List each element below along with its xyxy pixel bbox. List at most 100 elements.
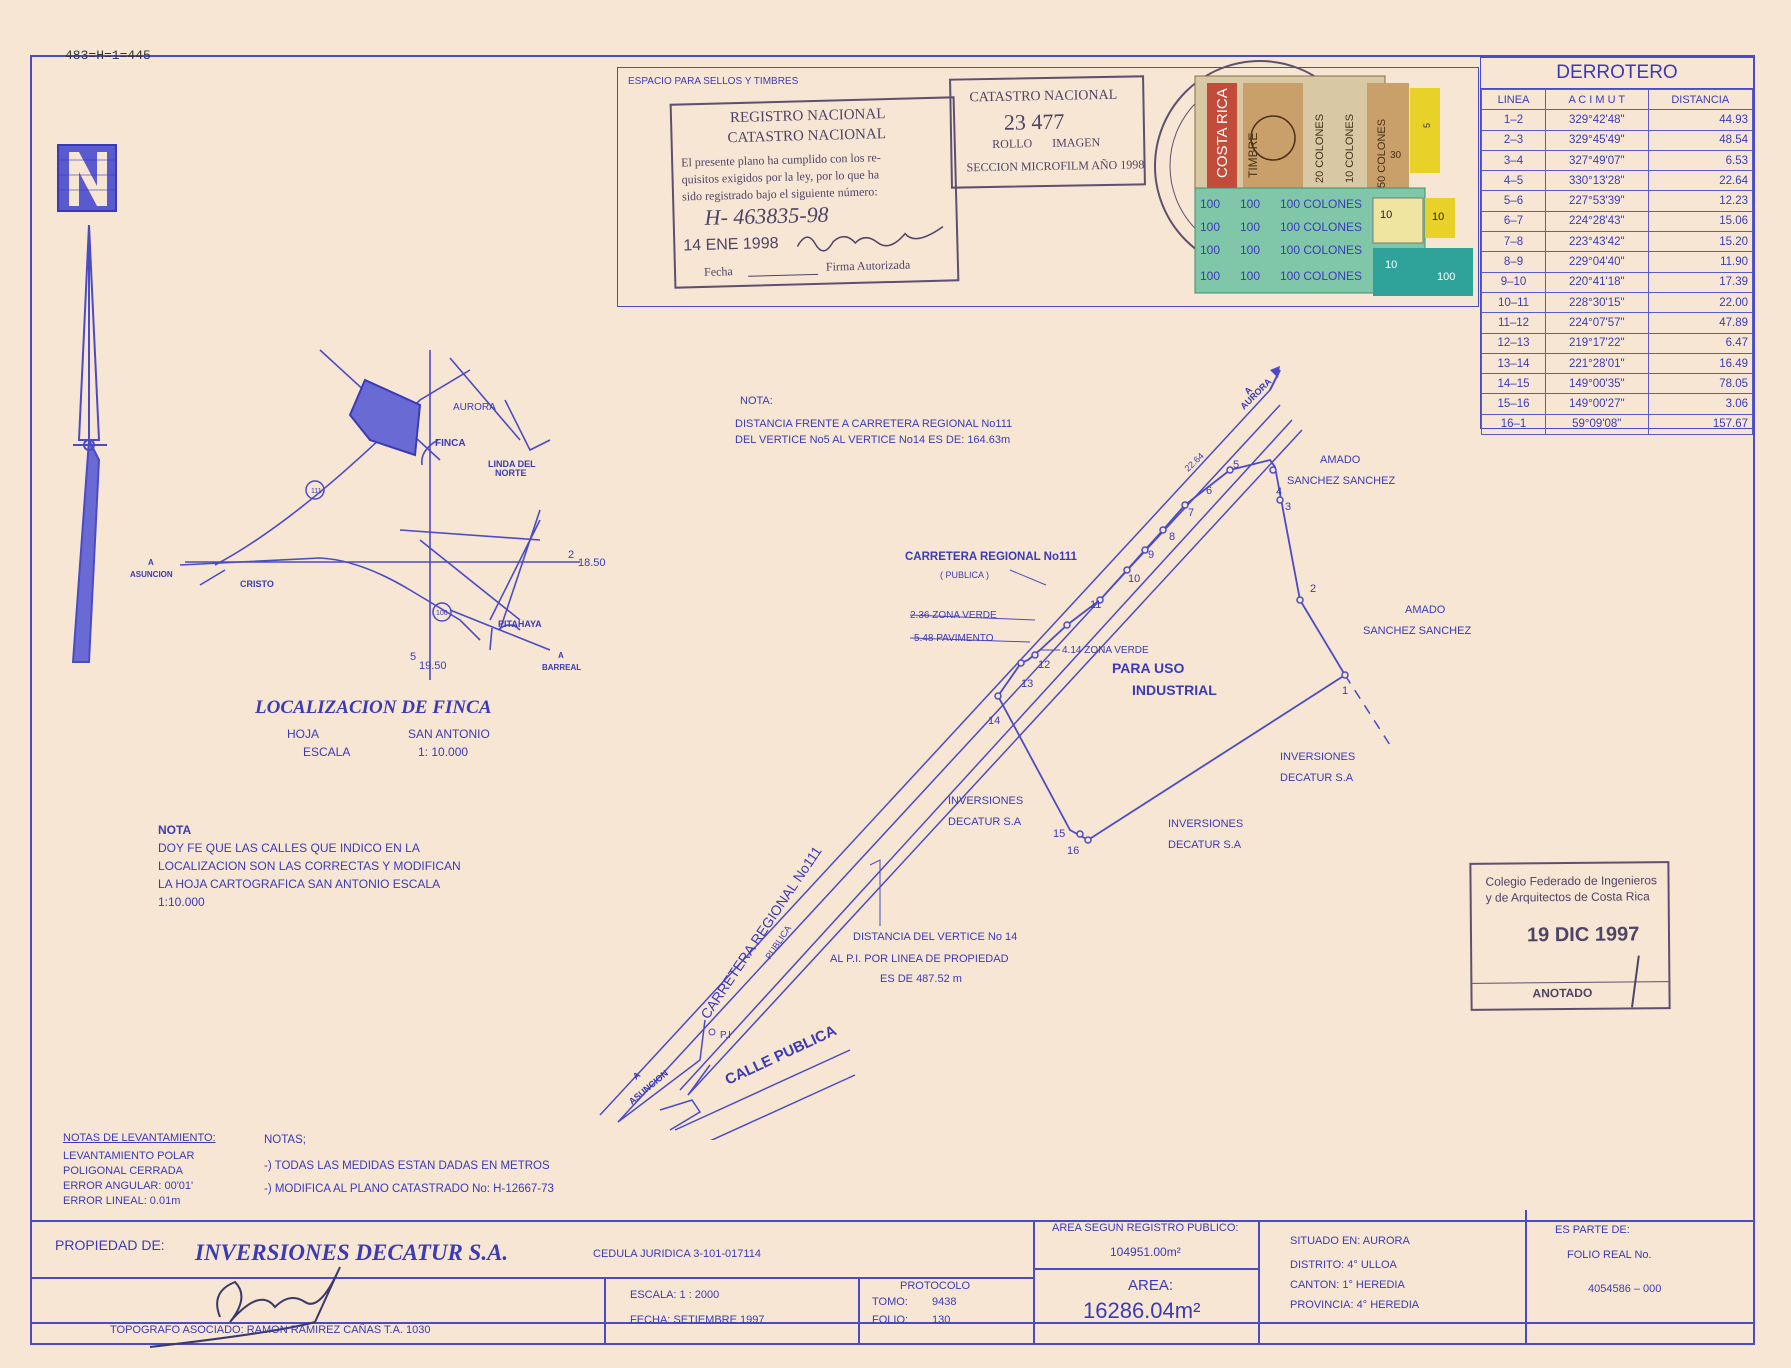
- derrotero-linea: 4–5: [1480, 170, 1547, 192]
- svg-text:ASUNCION: ASUNCION: [130, 570, 173, 579]
- svg-text:11: 11: [1090, 599, 1101, 611]
- registro-signature: [795, 221, 946, 260]
- derrotero-linea: 7–8: [1480, 231, 1547, 253]
- derrotero-acimut: 224°07'57": [1545, 312, 1649, 334]
- derrotero-distancia: 3.06: [1647, 393, 1754, 415]
- svg-text:8: 8: [1169, 531, 1175, 543]
- svg-text:BARREAL: BARREAL: [542, 663, 581, 672]
- derrotero-table: DERROTERO LINEA A C I M U T DISTANCIA 1–…: [1480, 57, 1754, 436]
- svg-text:A: A: [558, 651, 564, 660]
- derrotero-linea: 2–3: [1480, 129, 1547, 151]
- derrotero-distancia: 16.49: [1647, 352, 1754, 375]
- derrotero-linea: 8–9: [1480, 251, 1547, 273]
- derrotero-linea: 3–4: [1480, 149, 1547, 172]
- derrotero-title: DERROTERO: [1481, 58, 1753, 89]
- svg-text:14: 14: [988, 715, 1000, 727]
- svg-text:100: 100: [1200, 243, 1220, 257]
- svg-text:16: 16: [1067, 845, 1079, 857]
- derrotero-acimut: 149°00'27": [1545, 393, 1649, 415]
- derrotero-linea: 9–10: [1480, 271, 1547, 293]
- derrotero-linea: 15–16: [1480, 393, 1547, 415]
- derrotero-acimut: 224°28'43": [1545, 210, 1649, 233]
- registro-nacional-stamp: REGISTRO NACIONAL CATASTRO NACIONAL El p…: [669, 96, 960, 289]
- svg-text:100: 100: [1437, 271, 1455, 283]
- svg-text:12: 12: [1038, 659, 1050, 671]
- derrotero-linea: 5–6: [1480, 190, 1547, 212]
- derrotero-linea: 6–7: [1480, 210, 1547, 233]
- derrotero-acimut: 229°04'40": [1545, 251, 1649, 273]
- svg-text:COSTA RICA: COSTA RICA: [1214, 88, 1231, 178]
- svg-text:15: 15: [1053, 828, 1065, 840]
- svg-text:AMADO: AMADO: [1320, 454, 1361, 466]
- derrotero-acimut: 327°49'07": [1545, 149, 1649, 172]
- derrotero-acimut: 223°43'42": [1545, 231, 1649, 253]
- derrotero-distancia: 22.00: [1647, 291, 1754, 314]
- svg-text:1: 1: [1342, 685, 1348, 697]
- svg-text:CRISTO: CRISTO: [240, 579, 274, 589]
- svg-text:2: 2: [568, 549, 574, 561]
- calle-publica-label: CALLE PUBLICA: [723, 1022, 840, 1089]
- derrotero-acimut: 228°30'15": [1545, 291, 1649, 314]
- localizacion-title: LOCALIZACION DE FINCA: [255, 697, 492, 718]
- svg-text:106: 106: [436, 610, 448, 617]
- derrotero-linea: 16–1: [1480, 413, 1547, 436]
- colegio-stamp: Colegio Federado de Ingenieros y de Arqu…: [1469, 861, 1671, 1011]
- svg-text:INDUSTRIAL: INDUSTRIAL: [1132, 682, 1217, 698]
- derrotero-distancia: 22.64: [1647, 170, 1754, 192]
- derrotero-acimut: 59°09'08": [1545, 413, 1649, 436]
- compass-needle: [71, 224, 107, 663]
- svg-text:4.14 ZONA VERDE: 4.14 ZONA VERDE: [1062, 645, 1149, 656]
- derrotero-linea: 12–13: [1480, 332, 1547, 354]
- map-aurora: AURORA: [453, 402, 496, 413]
- svg-text:7: 7: [1188, 507, 1194, 519]
- svg-text:30: 30: [1390, 150, 1402, 161]
- svg-text:TIMBRE: TIMBRE: [1246, 133, 1260, 178]
- svg-text:INVERSIONES: INVERSIONES: [1168, 818, 1243, 830]
- derrotero-distancia: 6.47: [1647, 332, 1754, 354]
- svg-text:P.I: P.I: [720, 1030, 731, 1041]
- svg-text:5: 5: [410, 651, 416, 663]
- derrotero-distancia: 157.67: [1647, 413, 1754, 436]
- svg-text:100: 100: [1240, 243, 1260, 257]
- derrotero-linea: 10–11: [1480, 291, 1547, 314]
- derrotero-acimut: 330°13'28": [1545, 170, 1649, 192]
- svg-text:4: 4: [1276, 486, 1282, 498]
- svg-text:100 COLONES: 100 COLONES: [1280, 197, 1362, 211]
- svg-text:6: 6: [1206, 485, 1212, 497]
- svg-text:100: 100: [1240, 269, 1260, 283]
- svg-text:100: 100: [1240, 220, 1260, 234]
- svg-text:FINCA: FINCA: [435, 438, 466, 449]
- svg-text:DISTANCIA DEL VERTICE No 14: DISTANCIA DEL VERTICE No 14: [853, 931, 1017, 943]
- svg-text:AMADO: AMADO: [1405, 604, 1446, 616]
- svg-text:100 COLONES: 100 COLONES: [1280, 220, 1362, 234]
- derrotero-linea: 11–12: [1480, 312, 1547, 334]
- svg-text:100: 100: [1200, 269, 1220, 283]
- svg-text:50 COLONES: 50 COLONES: [1376, 119, 1388, 188]
- derrotero-distancia: 78.05: [1647, 373, 1754, 395]
- derrotero-distancia: 15.06: [1647, 210, 1754, 233]
- derrotero-acimut: 220°41'18": [1545, 271, 1649, 293]
- svg-text:13: 13: [1021, 678, 1033, 690]
- finca-parcel: [348, 378, 422, 457]
- derrotero-acimut: 221°28'01": [1545, 352, 1649, 375]
- uso-label: PARA USO: [1112, 660, 1184, 676]
- sellos-label: ESPACIO PARA SELLOS Y TIMBRES: [628, 76, 799, 87]
- drawing-frame: [30, 55, 1755, 1345]
- derrotero-linea: 1–2: [1480, 109, 1547, 131]
- svg-text:A: A: [148, 558, 154, 567]
- owner-name: INVERSIONES DECATUR S.A.: [195, 1240, 509, 1265]
- svg-text:18.50: 18.50: [578, 557, 606, 569]
